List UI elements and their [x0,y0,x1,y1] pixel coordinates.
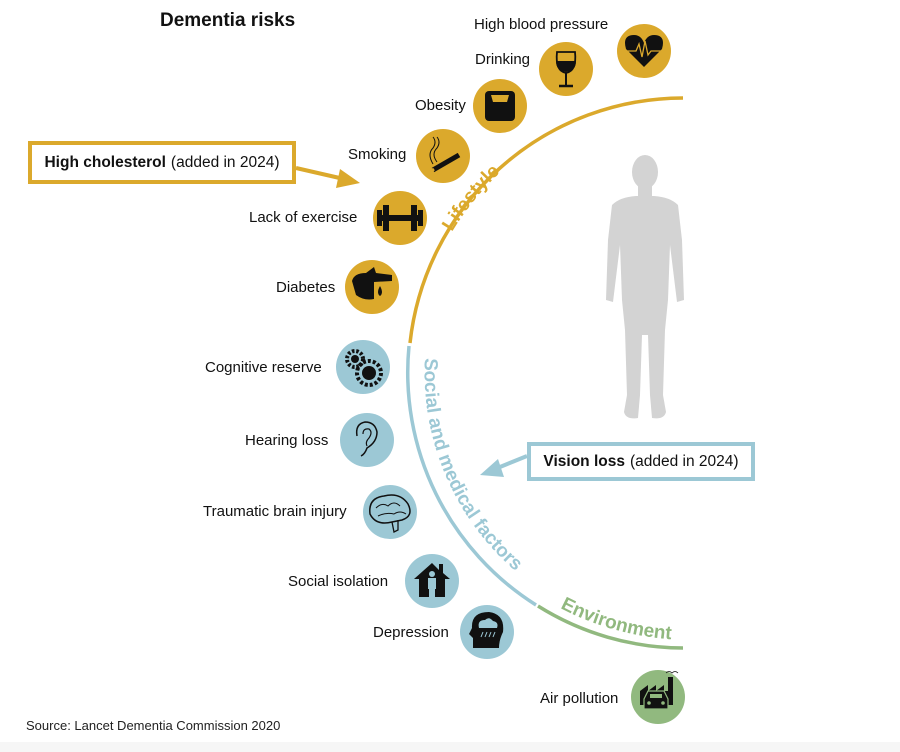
human-silhouette [606,155,684,419]
risk-label: Depression [373,624,449,641]
risk-label: Cognitive reserve [205,359,322,376]
lifestyle-arc [408,96,684,344]
callout-bold: High cholesterol [44,153,166,171]
risk-label: Air pollution [540,690,619,707]
risk-label: High blood pressure [474,16,609,33]
vision-loss-callout: Vision loss (added in 2024) [527,442,755,481]
risk-label: Traumatic brain injury [203,503,347,520]
environment-arc-label: Environment [558,594,673,645]
bottom-bar [0,742,900,752]
high-cholesterol-callout: High cholesterol (added in 2024) [28,141,296,184]
person-in-house-icon [405,554,459,608]
callout-note: (added in 2024) [629,452,739,470]
dumbbell-icon [373,191,427,245]
social-medical-arc [405,345,537,607]
risk-label: Lack of exercise [249,209,358,226]
risk-label: Social isolation [288,573,389,590]
risk-label: Drinking [475,51,531,68]
finger-blood-drop-icon [345,260,399,314]
social-medical-arc-label: Social and medical factors [420,358,527,575]
icon-circle [363,485,417,539]
cholesterol-arrow [295,166,360,188]
cigarette-icon [416,129,470,183]
vision-arrow [480,454,528,477]
ear-icon [340,413,394,467]
callout-note: (added in 2024) [170,153,280,171]
head-rain-cloud-icon [460,605,514,659]
brain-icon [363,485,417,539]
source-note: Source: Lancet Dementia Commission 2020 [26,718,281,733]
scale-icon [473,79,527,133]
heart-pulse-icon [617,24,671,78]
diagram-title: Dementia risks [160,10,296,31]
environment-arc [537,604,684,650]
icon-circle [336,340,390,394]
factory-car-icon [631,670,685,724]
risk-label: Obesity [415,97,466,114]
risk-label: Diabetes [276,279,336,296]
risk-label: Hearing loss [245,432,329,449]
callout-bold: Vision loss [543,452,625,470]
gears-icon [336,340,390,394]
icon-circle [416,129,470,183]
risk-label: Smoking [348,146,407,163]
wine-glass-icon [539,42,593,96]
